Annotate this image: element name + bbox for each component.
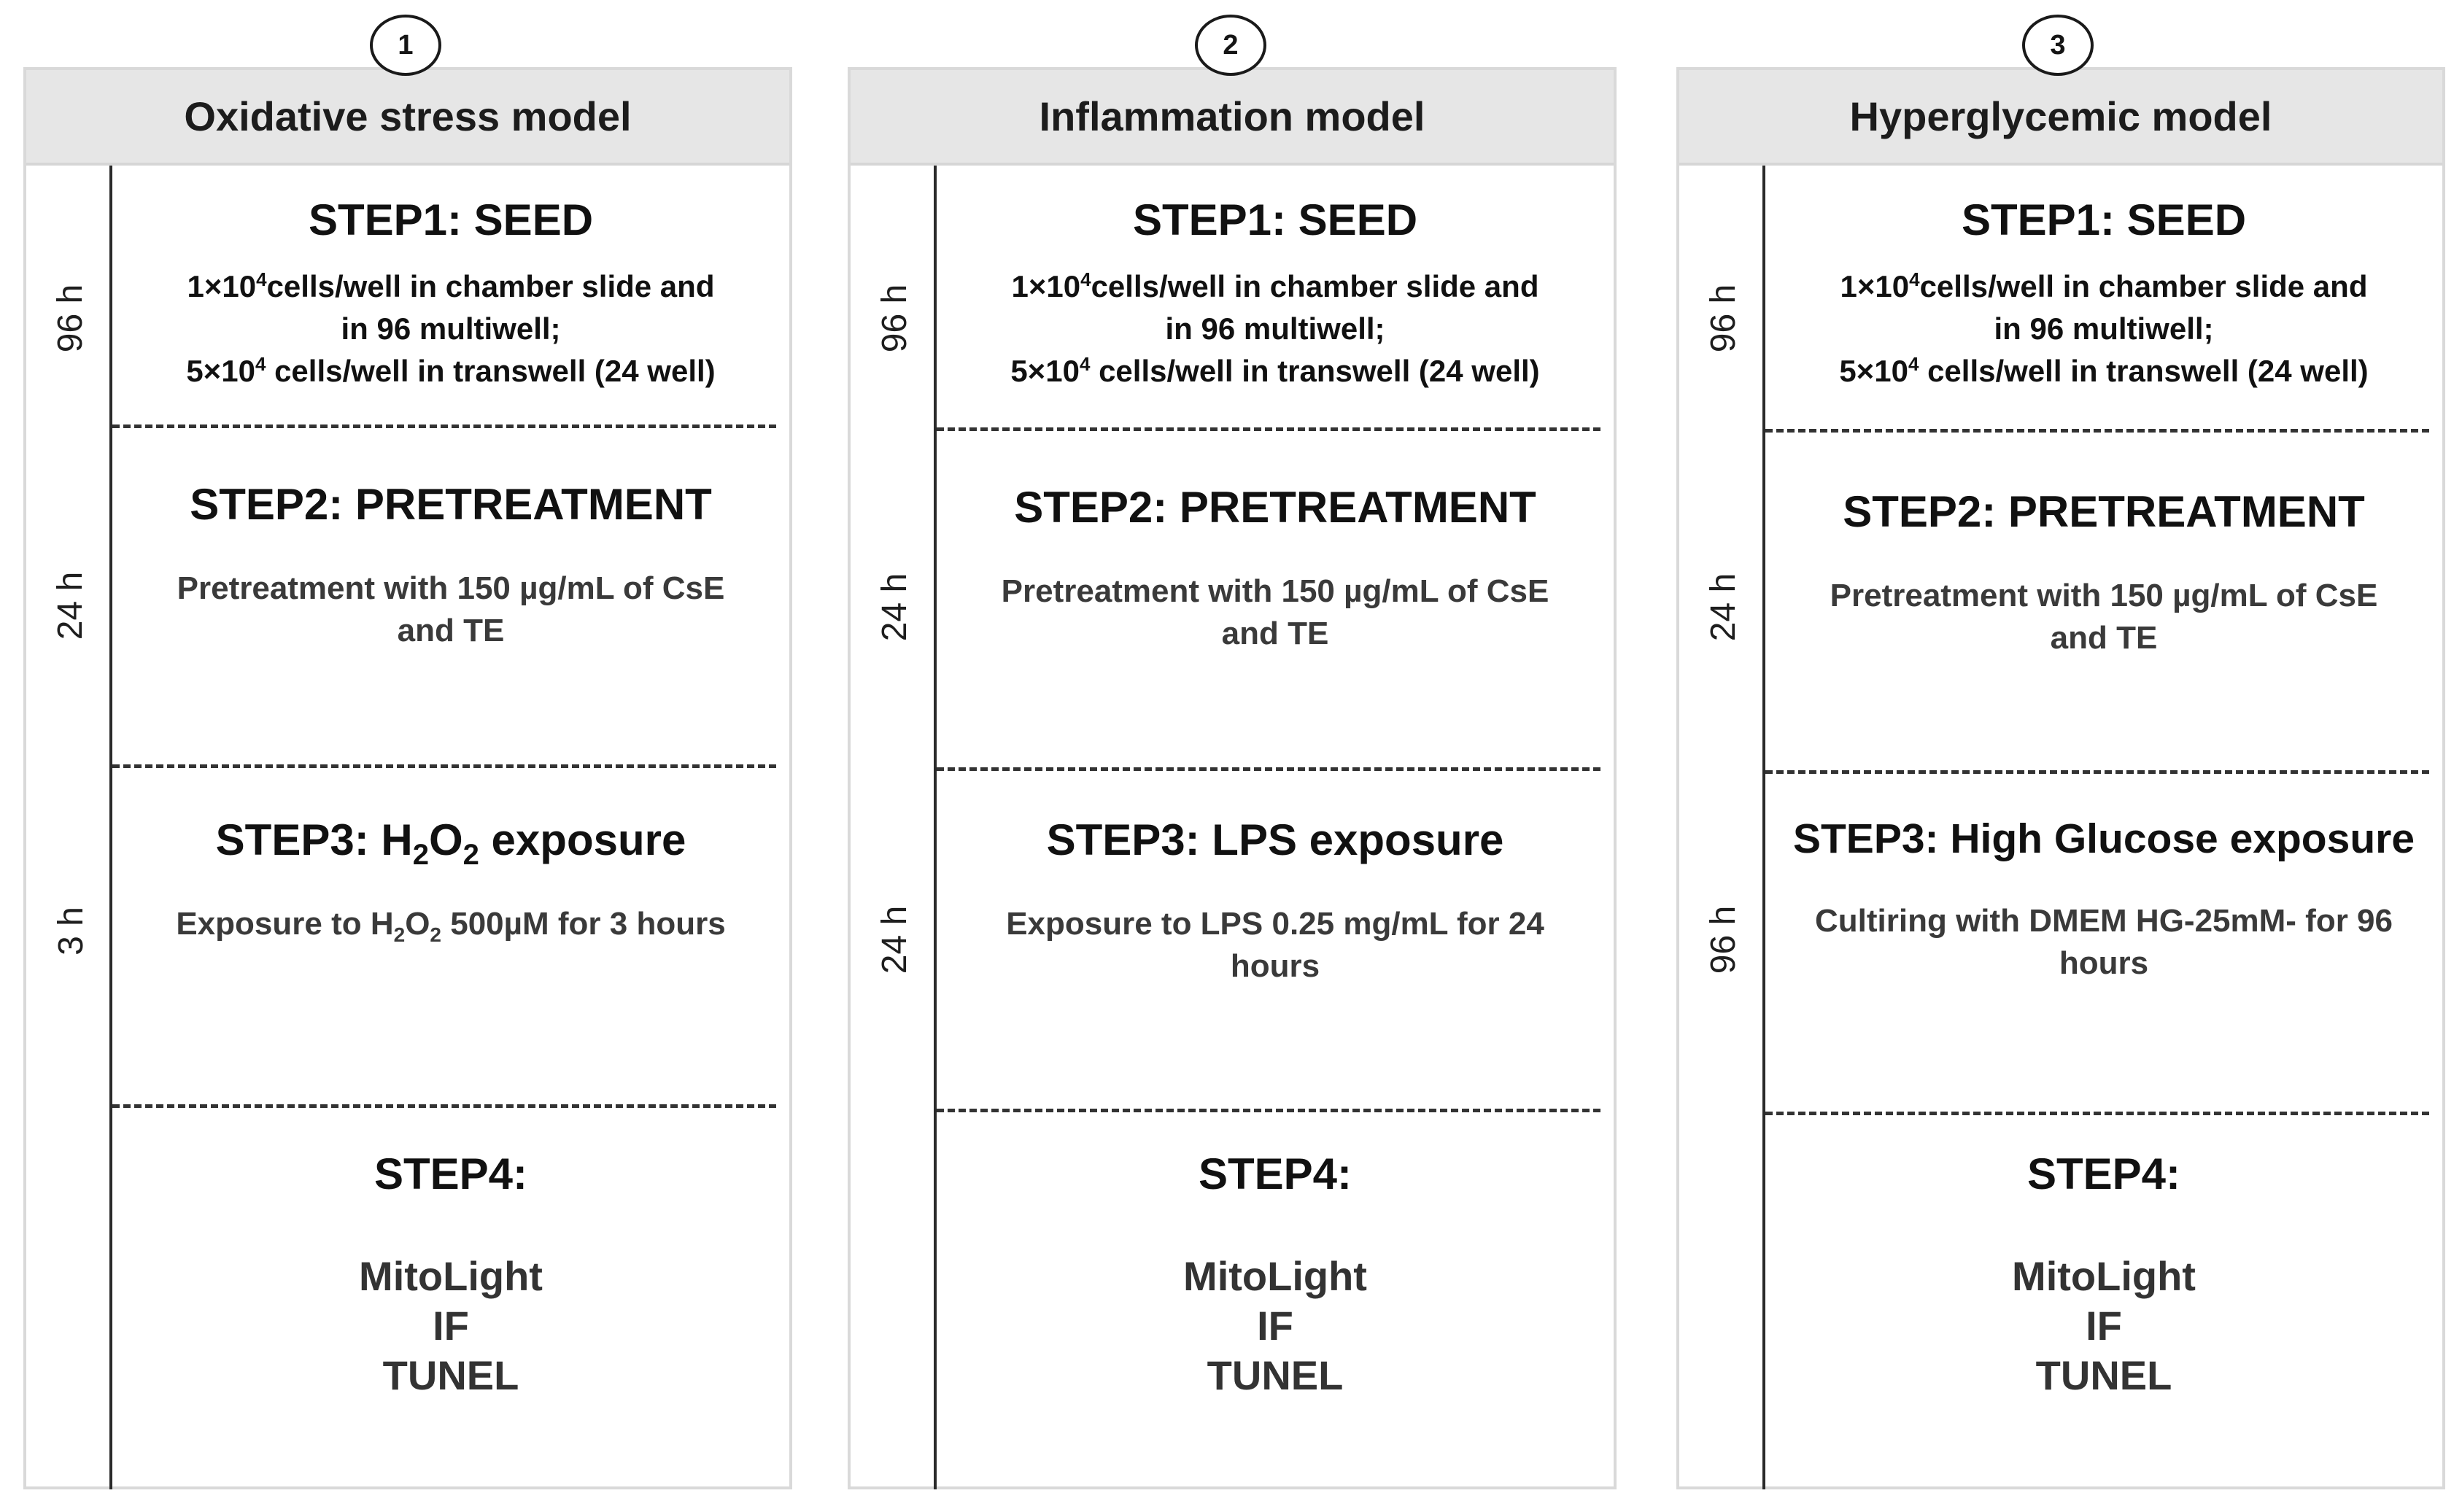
duration-label-step3: 24 h [875,905,915,974]
timeline-axis [1762,166,1765,1489]
assay-item: IF [2086,1303,2122,1349]
assay-item: TUNEL [2035,1352,2172,1398]
step-divider [112,1104,776,1108]
duration-label-step1: 96 h [51,284,90,352]
step-divider [1765,770,2429,774]
model-column-inflammation: 2 Inflammation model 96 h STEP1: SEED 1×… [848,0,1617,1512]
model-panel: Inflammation model 96 h STEP1: SEED 1×10… [848,67,1617,1489]
assay-item: TUNEL [382,1352,519,1398]
assay-item: IF [433,1303,469,1349]
step3-exposure-section: STEP3: LPS exposure Exposure to LPS 0.25… [940,814,1611,988]
model-panel: Hyperglycemic model 96 h STEP1: SEED 1×1… [1676,67,2445,1489]
step3-title: STEP3: High Glucose exposure [1792,815,2415,862]
pretreatment-description: Pretreatment with 150 µg/mL of CsE and T… [1001,573,1549,651]
step1-title: STEP1: SEED [308,195,594,244]
exposure-description: Exposure to H2O2 500µM for 3 hours [176,906,726,946]
step4-title: STEP4: [373,1149,528,1198]
step-divider [112,424,776,428]
step4-analysis-section: STEP4: MitoLight IF TUNEL [940,1148,1611,1400]
duration-label-step2: 24 h [1704,573,1743,641]
assay-list: MitoLight IF TUNEL [115,1252,786,1400]
step3-title: STEP3: H2O2 exposure [215,815,686,871]
assay-item: IF [1257,1303,1293,1349]
step4-title: STEP4: [1198,1149,1352,1198]
step-divider [112,764,776,768]
step2-title: STEP2: PRETREATMENT [190,480,712,529]
duration-label-step3: 96 h [1704,905,1743,974]
assay-item: MitoLight [2012,1253,2196,1299]
step-divider [1765,429,2429,433]
step3-title: STEP3: LPS exposure [1046,815,1504,864]
model-panel: Oxidative stress model 96 h STEP1: SEED … [23,67,792,1489]
model-number-badge: 3 [2022,15,2094,76]
duration-label-step1: 96 h [1704,284,1743,352]
seeding-instructions: 1×104cells/well in chamber slide and in … [1839,268,2369,388]
duration-label-step3: 3 h [51,906,90,955]
step4-analysis-section: STEP4: MitoLight IF TUNEL [1768,1148,2439,1400]
seeding-instructions: 1×104cells/well in chamber slide and in … [1010,268,1540,388]
step-divider [937,427,1600,431]
exposure-description: Cultiring with DMEM HG-25mM- for 96 hour… [1815,903,2393,982]
step3-exposure-section: STEP3: High Glucose exposure Cultiring w… [1768,814,2439,985]
seeding-instructions: 1×104cells/well in chamber slide and in … [186,268,716,388]
model-title: Oxidative stress model [26,70,789,166]
step1-seed-section: STEP1: SEED 1×104cells/well in chamber s… [940,194,1611,392]
step1-seed-section: STEP1: SEED 1×104cells/well in chamber s… [115,194,786,392]
exposure-description: Exposure to LPS 0.25 mg/mL for 24 hours [1006,906,1544,984]
assay-item: MitoLight [1183,1253,1367,1299]
step1-title: STEP1: SEED [1132,195,1418,244]
assay-list: MitoLight IF TUNEL [940,1252,1611,1400]
model-title: Hyperglycemic model [1679,70,2442,166]
pretreatment-description: Pretreatment with 150 µg/mL of CsE and T… [1830,578,2378,656]
step2-title: STEP2: PRETREATMENT [1014,483,1536,532]
step-divider [937,767,1600,771]
model-number-badge: 2 [1195,15,1266,76]
step4-title: STEP4: [2026,1149,2181,1198]
assay-list: MitoLight IF TUNEL [1768,1252,2439,1400]
model-title: Inflammation model [851,70,1614,166]
duration-label-step2: 24 h [875,573,915,641]
duration-label-step1: 96 h [875,284,915,352]
step4-analysis-section: STEP4: MitoLight IF TUNEL [115,1148,786,1400]
timeline-axis [934,166,937,1489]
step2-pretreatment-section: STEP2: PRETREATMENT Pretreatment with 15… [1768,486,2439,659]
assay-item: MitoLight [359,1253,543,1299]
step2-title: STEP2: PRETREATMENT [1843,487,2365,536]
pretreatment-description: Pretreatment with 150 µg/mL of CsE and T… [177,570,725,648]
step2-pretreatment-section: STEP2: PRETREATMENT Pretreatment with 15… [115,478,786,652]
step3-exposure-section: STEP3: H2O2 exposure Exposure to H2O2 50… [115,814,786,945]
step1-title: STEP1: SEED [1961,195,2247,244]
model-number-badge: 1 [370,15,441,76]
step-divider [1765,1112,2429,1115]
step-divider [937,1109,1600,1112]
step1-seed-section: STEP1: SEED 1×104cells/well in chamber s… [1768,194,2439,392]
timeline-axis [109,166,112,1489]
duration-label-step2: 24 h [51,571,90,640]
model-column-oxidative-stress: 1 Oxidative stress model 96 h STEP1: SEE… [23,0,792,1512]
step2-pretreatment-section: STEP2: PRETREATMENT Pretreatment with 15… [940,481,1611,655]
assay-item: TUNEL [1207,1352,1344,1398]
model-column-hyperglycemic: 3 Hyperglycemic model 96 h STEP1: SEED 1… [1676,0,2445,1512]
